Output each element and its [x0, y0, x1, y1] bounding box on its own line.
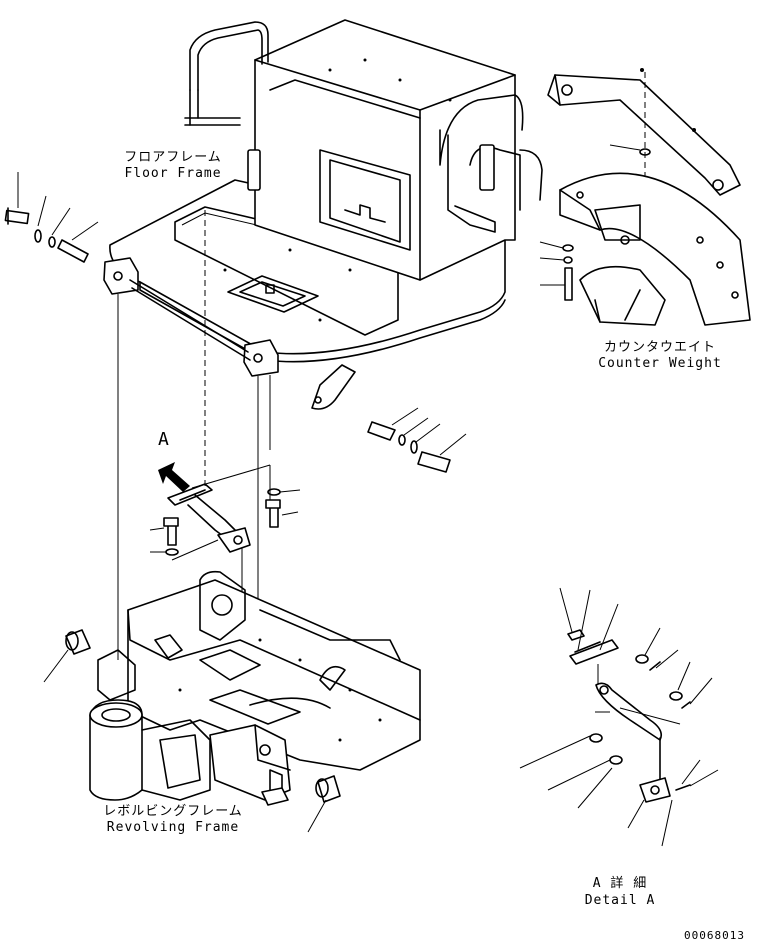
detail-a-label-en: Detail A — [584, 893, 656, 908]
floor-frame-label-jp: フロアフレーム — [124, 150, 222, 165]
pedal-link-assembly — [149, 464, 301, 561]
drawing-number: 00068013 — [684, 929, 745, 942]
rubber-cushion-right — [307, 775, 341, 833]
revolving-frame-drawing — [89, 570, 421, 806]
floor-frame-drawing — [103, 19, 543, 410]
hinge-pin-left — [4, 172, 99, 263]
detail-a-drawing — [519, 587, 719, 847]
counter-weight-drawing — [539, 68, 751, 326]
view-a-marker: A — [158, 429, 170, 450]
counter-weight-label-en: Counter Weight — [598, 356, 722, 371]
counter-weight-label-jp: カウンタウエイト — [603, 340, 716, 355]
floor-frame-label-en: Floor Frame — [124, 166, 222, 181]
view-a-arrow — [158, 462, 190, 492]
detail-a-label-jp: A 詳 細 — [592, 876, 648, 891]
revolving-frame-label-en: Revolving Frame — [106, 820, 240, 835]
hinge-pin-right — [367, 407, 467, 473]
rubber-cushion-left — [43, 629, 91, 683]
revolving-frame-label-jp: レボルビングフレーム — [103, 804, 243, 819]
